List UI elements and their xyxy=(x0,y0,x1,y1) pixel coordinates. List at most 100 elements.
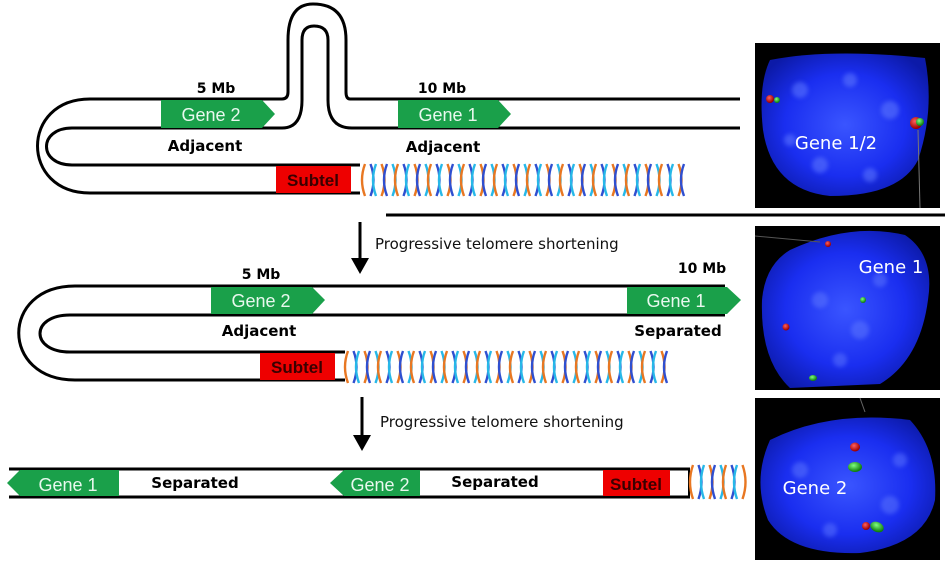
status-gene-1: Separated xyxy=(151,474,238,492)
gene-1-block: Gene 1 xyxy=(627,287,741,314)
panel-short-telomere: Progressive telomere shortening Gene 1 G… xyxy=(7,397,747,500)
fish-green-signal xyxy=(870,521,884,533)
chromosome-outer-strand xyxy=(36,2,740,195)
position-marker-10mb: 10 Mb xyxy=(678,261,726,277)
subtelomere-block: Subtel xyxy=(603,470,670,496)
helix-strand-segment xyxy=(459,163,466,197)
helix-strand-segment xyxy=(618,350,625,384)
position-marker-5mb: 5 Mb xyxy=(197,81,236,97)
fish-green-signal xyxy=(848,462,862,472)
step-label: Progressive telomere shortening xyxy=(375,235,619,253)
helix-strand-segment xyxy=(503,163,510,197)
helix-strand-segment xyxy=(558,163,565,197)
helix-strand-segment xyxy=(431,350,438,384)
helix-strand-segment xyxy=(563,350,570,384)
fish-image-gene-2: Gene 2 xyxy=(755,397,940,560)
subtel-label: Subtel xyxy=(287,171,339,190)
status-gene-2: Adjacent xyxy=(222,322,297,340)
chromosome-inner-strand xyxy=(38,313,725,354)
helix-strand-segment xyxy=(607,350,614,384)
helix-strand-segment xyxy=(646,163,653,197)
helix-strand-segment xyxy=(574,350,581,384)
gene-2-block: Gene 2 xyxy=(161,100,275,128)
helix-strand-segment xyxy=(699,464,706,500)
fish-green-signal xyxy=(916,118,924,126)
helix-strand-segment xyxy=(580,163,587,197)
telomere-helix xyxy=(343,350,669,384)
helix-strand-segment xyxy=(343,350,350,384)
helix-strand-segment xyxy=(371,163,378,197)
helix-strand-segment xyxy=(668,163,675,197)
helix-strand-segment xyxy=(464,350,471,384)
step-label: Progressive telomere shortening xyxy=(380,413,624,431)
helix-strand-segment xyxy=(710,464,717,500)
fish-image-gene-1: Gene 1 xyxy=(754,226,940,390)
helix-strand-segment xyxy=(492,163,499,197)
helix-strand-segment xyxy=(519,350,526,384)
helix-strand-segment xyxy=(426,163,433,197)
position-marker-5mb: 5 Mb xyxy=(242,267,281,283)
status-gene-1: Adjacent xyxy=(406,138,481,156)
fish-green-signal xyxy=(809,375,817,381)
helix-strand-segment xyxy=(442,350,449,384)
chromosome-inner-strand xyxy=(45,24,740,167)
helix-strand-segment xyxy=(547,163,554,197)
helix-strand-segment xyxy=(448,163,455,197)
down-arrow-icon xyxy=(351,222,369,274)
chromosome-outer-strand xyxy=(17,284,725,382)
helix-strand-segment xyxy=(409,350,416,384)
status-gene-2: Separated xyxy=(451,473,538,491)
helix-strand-segment xyxy=(404,163,411,197)
gene-2-block: Gene 2 xyxy=(211,287,325,314)
helix-strand-segment xyxy=(398,350,405,384)
subtelomere-block: Subtel xyxy=(260,353,335,380)
helix-strand-segment xyxy=(569,163,576,197)
helix-strand-segment xyxy=(721,464,728,500)
helix-strand-segment xyxy=(536,163,543,197)
gene-label: Gene 1 xyxy=(38,475,97,495)
fish-red-signal xyxy=(850,442,860,452)
helix-strand-segment xyxy=(688,464,695,500)
gene-1-block: Gene 1 xyxy=(7,470,119,496)
position-marker-10mb: 10 Mb xyxy=(418,81,466,97)
helix-strand-segment xyxy=(624,163,631,197)
gene-label: Gene 1 xyxy=(646,291,705,311)
status-gene-2: Adjacent xyxy=(168,137,243,155)
gene-label: Gene 2 xyxy=(350,475,409,495)
helix-strand-segment xyxy=(596,350,603,384)
subtel-label: Subtel xyxy=(610,475,662,494)
helix-strand-segment xyxy=(635,163,642,197)
gene-label: Gene 1 xyxy=(418,105,477,125)
helix-strand-segment xyxy=(613,163,620,197)
gene-label: Gene 2 xyxy=(181,105,240,125)
helix-strand-segment xyxy=(453,350,460,384)
helix-strand-segment xyxy=(552,350,559,384)
fish-green-signal xyxy=(774,97,780,103)
down-arrow-icon xyxy=(353,397,371,451)
helix-strand-segment xyxy=(486,350,493,384)
nucleus-label: Gene 1/2 xyxy=(795,133,877,154)
helix-strand-segment xyxy=(393,163,400,197)
helix-strand-segment xyxy=(382,163,389,197)
fish-red-signal xyxy=(782,323,790,331)
gene-1-block: Gene 1 xyxy=(398,100,511,128)
telomere-helix xyxy=(688,464,747,500)
helix-strand-segment xyxy=(387,350,394,384)
helix-strand-segment xyxy=(481,163,488,197)
helix-strand-segment xyxy=(365,350,372,384)
helix-strand-segment xyxy=(354,350,361,384)
helix-strand-segment xyxy=(525,163,532,197)
helix-strand-segment xyxy=(360,163,367,197)
helix-strand-segment xyxy=(602,163,609,197)
fish-red-signal xyxy=(862,522,870,530)
helix-strand-segment xyxy=(541,350,548,384)
telomere-helix xyxy=(360,163,686,197)
helix-strand-segment xyxy=(591,163,598,197)
helix-strand-segment xyxy=(662,350,669,384)
helix-strand-segment xyxy=(415,163,422,197)
gene-label: Gene 2 xyxy=(231,291,290,311)
nucleus-label: Gene 1 xyxy=(859,257,924,278)
helix-strand-segment xyxy=(508,350,515,384)
panel-long-telomere: Gene 2 Gene 1 5 Mb 10 Mb Adjacent Adjace… xyxy=(36,2,740,197)
